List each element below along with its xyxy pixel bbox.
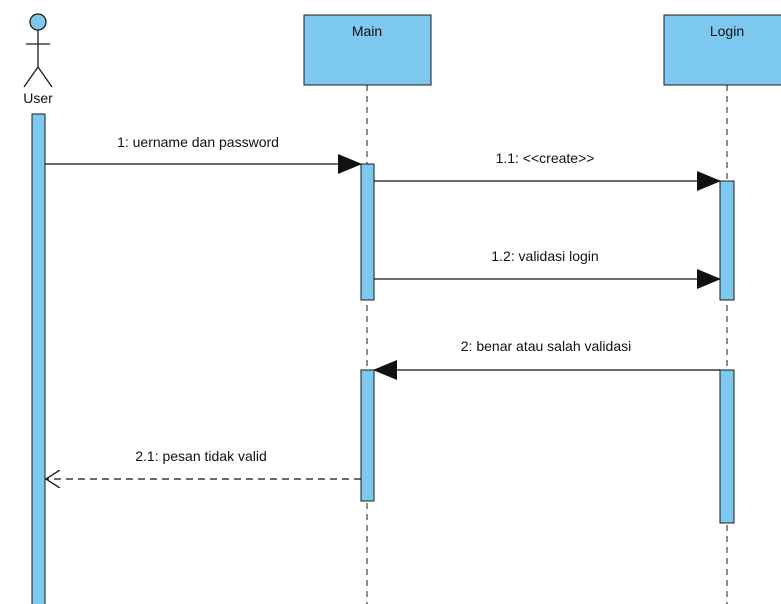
message-1[interactable]: 1: uername dan password bbox=[45, 134, 362, 174]
lifeline-main-box bbox=[303, 14, 432, 86]
lifeline-main-name: Main bbox=[352, 23, 382, 39]
message-2[interactable]: 2: benar atau salah validasi bbox=[373, 338, 720, 380]
actor-user[interactable]: User bbox=[23, 13, 53, 106]
message-2-1[interactable]: 2.1: pesan tidak valid bbox=[46, 448, 361, 479]
lifeline-main[interactable]: Main bbox=[303, 14, 432, 604]
message-1-2[interactable]: 1.2: validasi login bbox=[374, 248, 721, 289]
stick-figure-icon bbox=[23, 13, 53, 88]
message-label: 2: benar atau salah validasi bbox=[461, 338, 631, 354]
message-label: 2.1: pesan tidak valid bbox=[135, 448, 267, 464]
lifeline-login-box bbox=[663, 14, 781, 86]
message-label: 1.2: validasi login bbox=[491, 248, 598, 264]
actor-name: User bbox=[23, 90, 53, 106]
message-1-1[interactable]: 1.1: <<create>> bbox=[374, 150, 721, 191]
activation-user bbox=[31, 113, 46, 604]
message-label: 1: uername dan password bbox=[117, 134, 279, 150]
activation-main-2 bbox=[360, 369, 375, 502]
lifeline-login-name: Login bbox=[710, 23, 744, 39]
activation-login-2 bbox=[719, 369, 735, 524]
activation-login-1 bbox=[719, 180, 735, 301]
message-label: 1.1: <<create>> bbox=[496, 150, 595, 166]
activation-main-1 bbox=[360, 163, 375, 301]
